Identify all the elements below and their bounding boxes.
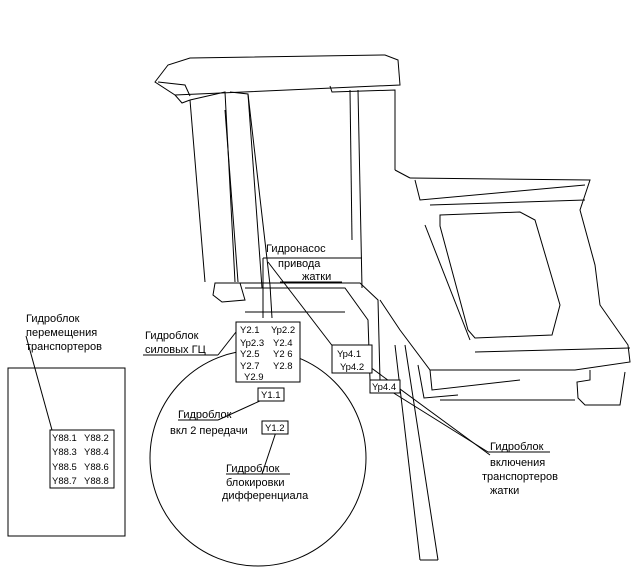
leader-lines	[25, 257, 550, 475]
code-y88-8: Y88.8	[84, 476, 109, 487]
code-y88-6: Y88.6	[84, 462, 109, 473]
pump-label-2: привода	[278, 258, 321, 270]
move-block-box	[49, 429, 115, 489]
code-y2-4: Y2.4	[273, 338, 293, 349]
power-label-1: Гидроблок	[145, 330, 199, 342]
rear-leg	[394, 344, 439, 561]
code-y1-1: Y1.1	[261, 390, 281, 401]
code-y88-7: Y88.7	[52, 476, 77, 487]
code-yp2-3: Yp2.3	[240, 338, 264, 349]
move-label-3: транспортеров	[26, 341, 102, 353]
code-y2-8: Y2.8	[273, 361, 293, 372]
move-label-2: перемещения	[26, 327, 97, 339]
code-y2-9: Y2.9	[244, 372, 264, 383]
callout-boxes	[49, 321, 401, 489]
pump-label-1: Гидронасос	[266, 243, 326, 255]
gear2-label-2: вкл 2 передачи	[170, 425, 248, 437]
code-y1-2: Y1.2	[265, 423, 285, 434]
code-y88-5: Y88.5	[52, 462, 77, 473]
move-label-1: Гидроблок	[26, 313, 80, 325]
component-codes: Y2.1 Yp2.2 Yp2.3 Y2.4 Y2.5 Y2 6 Y2.7 Y2.…	[52, 325, 396, 487]
code-y88-2: Y88.2	[84, 433, 109, 444]
code-y2-5: Y2.5	[240, 349, 260, 360]
code-y2-1: Y2.1	[240, 325, 260, 336]
cab-outline	[154, 54, 411, 381]
code-y2-6: Y2 6	[273, 349, 293, 360]
power-block-box	[235, 321, 301, 383]
code-yp4-4: Yp4.4	[372, 382, 396, 393]
code-y88-3: Y88.3	[52, 447, 77, 458]
engine-hood	[379, 177, 631, 406]
code-y2-7: Y2.7	[240, 361, 260, 372]
gear2-block-box	[257, 387, 285, 402]
power-label-2: силовых ГЦ	[145, 344, 206, 356]
conveyor-block-box	[369, 379, 401, 394]
code-yp2-2: Yp2.2	[271, 325, 295, 336]
code-yp4-1: Yp4.1	[337, 349, 361, 360]
pump-label-3: жатки	[302, 271, 331, 283]
diff-block-box	[261, 420, 289, 435]
conveyor-label-2: включения	[490, 457, 545, 469]
code-y88-4: Y88.4	[84, 447, 109, 458]
left-panel	[7, 367, 126, 537]
diff-label-1: Гидроблок	[226, 463, 280, 475]
code-y88-1: Y88.1	[52, 433, 77, 444]
pump-block-box	[331, 344, 373, 374]
conveyor-label-1: Гидроблок	[490, 441, 544, 453]
diff-label-2: блокировки	[226, 477, 284, 489]
code-yp4-2: Yp4.2	[340, 362, 364, 373]
diff-label-3: дифференциала	[222, 490, 309, 502]
text-labels: Гидронасос привода жатки Гидроблок силов…	[26, 243, 558, 502]
conveyor-label-4: жатки	[490, 485, 519, 497]
conveyor-label-3: транспортеров	[482, 471, 558, 483]
gear2-label-1: Гидроблок	[178, 409, 232, 421]
